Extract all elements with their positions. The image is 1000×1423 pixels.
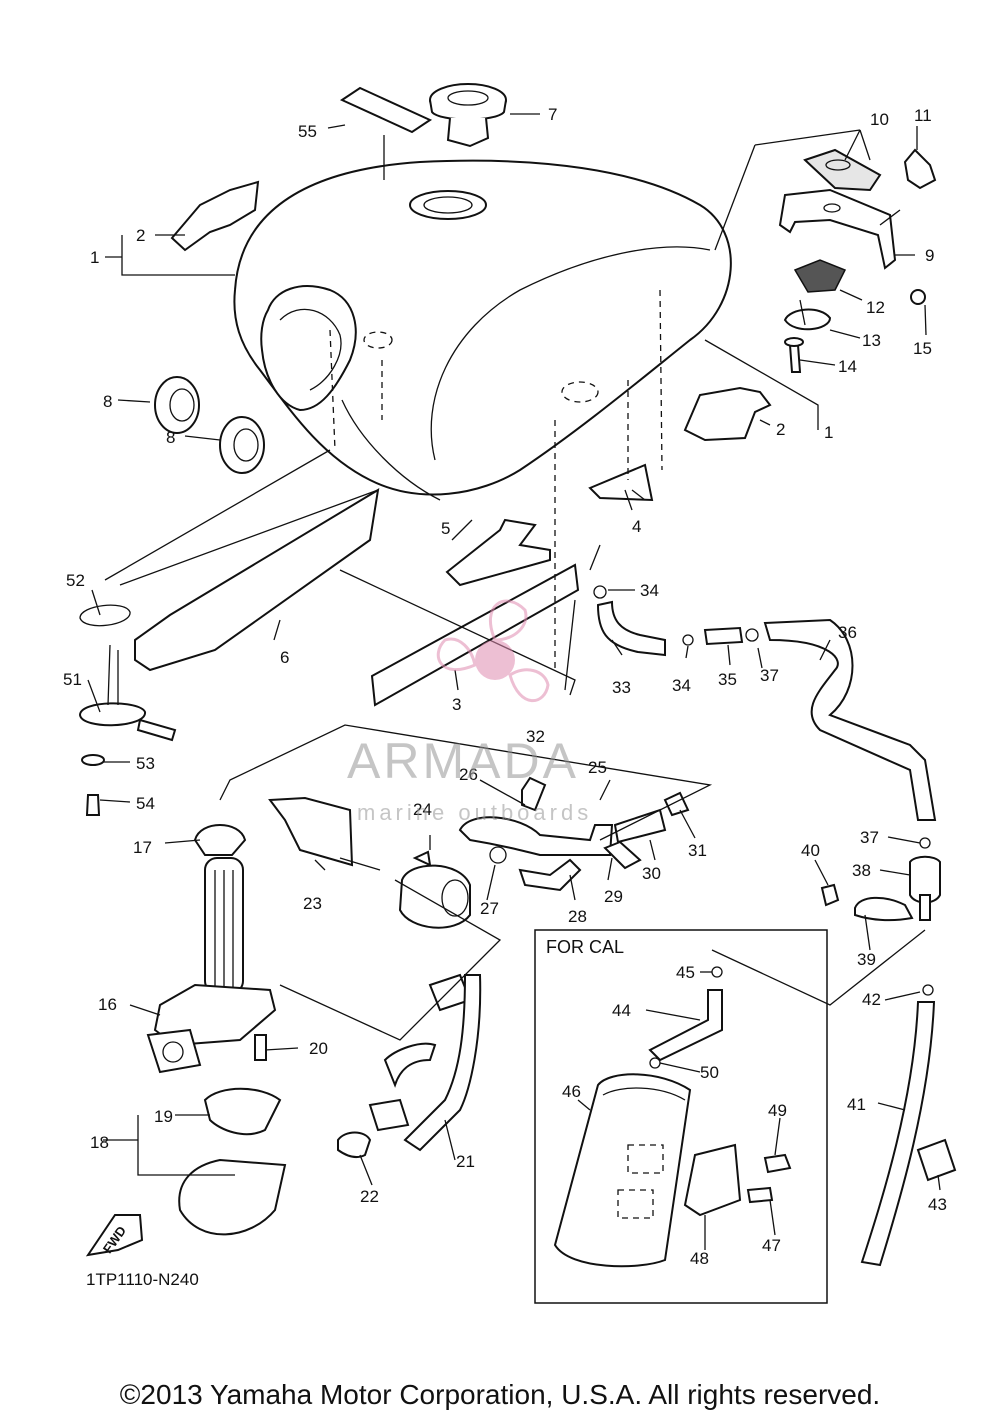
callout: 8: [103, 392, 112, 411]
callout: 26: [459, 765, 478, 784]
callout: 22: [360, 1187, 379, 1206]
callout: 34: [640, 581, 659, 600]
callout: 5: [441, 519, 450, 538]
callout: 23: [303, 894, 322, 913]
callout: 9: [925, 246, 934, 265]
washer: [81, 754, 105, 766]
callout: 21: [456, 1152, 475, 1171]
callout: 12: [866, 298, 885, 317]
callout: 30: [642, 864, 661, 883]
fuel-pump-assembly: [146, 824, 287, 1236]
callout: 1: [90, 248, 99, 267]
hose-clamp: [337, 1131, 372, 1159]
callout: 6: [280, 648, 289, 667]
callout: 54: [136, 794, 155, 813]
callout: 47: [762, 1236, 781, 1255]
callout: 51: [63, 670, 82, 689]
fuel-filter: [268, 796, 381, 871]
callout: 20: [309, 1039, 328, 1058]
callout: 39: [857, 950, 876, 969]
decal-left: [170, 180, 260, 252]
return-hose: [368, 973, 482, 1152]
callout: 8: [166, 428, 175, 447]
callout: 50: [700, 1063, 719, 1082]
callout: 16: [98, 995, 117, 1014]
callout: 10: [870, 110, 889, 129]
screw: [85, 794, 101, 816]
callout: 19: [154, 1107, 173, 1126]
grommet-upper: [154, 376, 200, 434]
callout: 24: [413, 800, 432, 819]
callout: 48: [690, 1249, 709, 1268]
callout: 1: [824, 423, 833, 442]
fuel-tank: [233, 159, 732, 501]
callout: 43: [928, 1195, 947, 1214]
callout: 55: [298, 122, 317, 141]
pad-5: [445, 518, 551, 587]
callout-numbers: 1 1 2 2 3 4 5 6 7 8 8 9 10 11 12 13 14 1…: [63, 105, 947, 1268]
callout: 29: [604, 887, 623, 906]
pad-4: [588, 463, 654, 502]
callout: 40: [801, 841, 820, 860]
callout: 45: [676, 963, 695, 982]
callout: 25: [588, 758, 607, 777]
callout: 37: [760, 666, 779, 685]
callout: 15: [913, 339, 932, 358]
canister-assembly: [553, 966, 792, 1268]
callout: 49: [768, 1101, 787, 1120]
callout: 38: [852, 861, 871, 880]
callout: 7: [548, 105, 557, 124]
callout: 4: [632, 517, 641, 536]
callout: 37: [860, 828, 879, 847]
for-cal-box: [534, 929, 828, 1304]
callout: 2: [776, 420, 785, 439]
callout-leaders: [87, 113, 941, 1250]
callout: 52: [66, 571, 85, 590]
fuel-hoses: [458, 585, 937, 892]
tank-bracket-assembly: [778, 148, 937, 373]
callout: 44: [612, 1001, 631, 1020]
copyright-notice: ©2013 Yamaha Motor Corporation, U.S.A. A…: [119, 1379, 881, 1410]
callout: 17: [133, 838, 152, 857]
grommet-lower: [219, 416, 265, 474]
callout: 2: [136, 226, 145, 245]
callout: 41: [847, 1095, 866, 1114]
watermark-name: ARMADA: [347, 733, 579, 789]
callout: 3: [452, 695, 461, 714]
callout: 18: [90, 1133, 109, 1152]
callout: 46: [562, 1082, 581, 1101]
side-pad-6: [134, 488, 380, 672]
callout: 11: [914, 106, 932, 125]
callout: 31: [688, 841, 707, 860]
callout: 36: [838, 623, 857, 642]
diagram-code: 1TP1110-N240: [86, 1270, 199, 1289]
seal-ring: [79, 604, 131, 627]
callout: 13: [862, 331, 881, 350]
callout: 32: [526, 727, 545, 746]
callout: 42: [862, 990, 881, 1009]
callout: 33: [612, 678, 631, 697]
for-cal-label: FOR CAL: [546, 937, 625, 957]
fuel-cap: [429, 83, 507, 148]
fuel-sender: [78, 644, 177, 742]
callout: 34: [672, 676, 691, 695]
fwd-arrow: [85, 1214, 144, 1257]
callout: 53: [136, 754, 155, 773]
callout: 14: [838, 357, 857, 376]
callout: 35: [718, 670, 737, 689]
watermark-subtitle: marine outboards: [357, 800, 593, 825]
label-strip: [339, 86, 433, 134]
watermark-logo-icon: [436, 599, 550, 703]
callout: 27: [480, 899, 499, 918]
decal-right: [683, 386, 772, 442]
callout: 28: [568, 907, 587, 926]
